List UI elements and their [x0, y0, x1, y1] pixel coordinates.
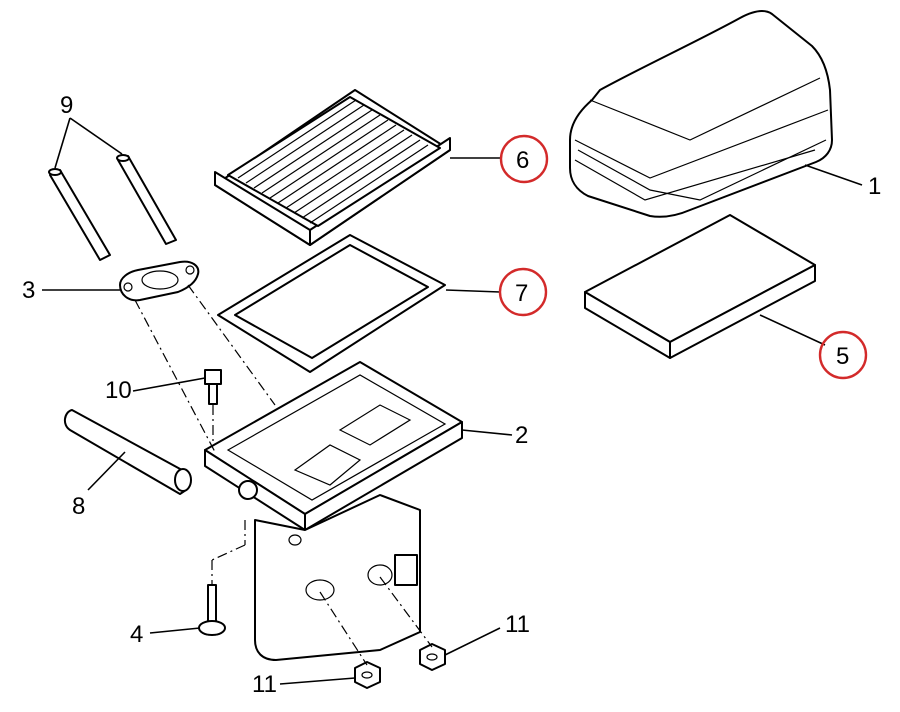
callout-1: 1: [868, 173, 881, 200]
highlight-circle-6: [499, 134, 549, 184]
callout-2: 2: [515, 422, 528, 449]
callout-11-left: 11: [252, 671, 277, 698]
callout-3: 3: [22, 277, 35, 304]
highlight-circles: [498, 134, 868, 380]
part-10-bolt: [204, 369, 222, 405]
leader-lines: [42, 117, 863, 685]
callout-11-right: 11: [505, 611, 530, 638]
assembly-lines: [134, 284, 433, 666]
callout-5: 5: [836, 343, 849, 370]
part-5-filter-pad: [584, 214, 816, 359]
part-4-bolt: [198, 584, 226, 636]
callout-4: 4: [130, 621, 143, 648]
part-11-nut-left: [354, 661, 381, 689]
part-1-cover: [569, 9, 833, 218]
bracket: [254, 494, 421, 661]
callout-6: 6: [516, 147, 529, 174]
callout-7: 7: [515, 280, 528, 307]
part-7-gasket: [217, 234, 446, 373]
part-9-studs: [48, 154, 177, 261]
callout-10: 10: [105, 377, 132, 404]
part-3-flange-gasket: [119, 260, 200, 302]
callout-labels: 1 2 3 4 5 6 7 8 9 10 11 11: [22, 92, 881, 698]
highlight-circle-7: [498, 267, 548, 317]
highlight-circle-5: [818, 330, 868, 380]
callout-9: 9: [60, 92, 73, 119]
part-6-element: [214, 89, 451, 246]
part-11-nut-right: [419, 643, 446, 671]
part-2-case: [204, 361, 463, 531]
part-8-tube: [64, 409, 192, 495]
callout-8: 8: [72, 493, 85, 520]
